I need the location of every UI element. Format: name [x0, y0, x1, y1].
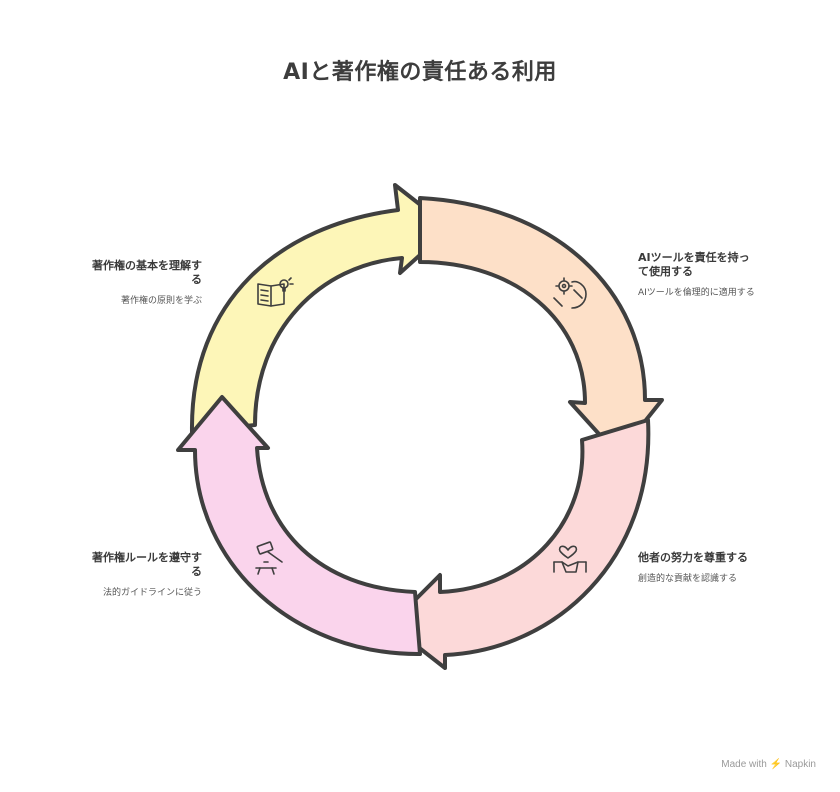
gavel-icon: [255, 541, 283, 575]
napkin-credit[interactable]: Made with ⚡ Napkin: [721, 759, 816, 770]
diagram-title: AIと著作権の責任ある利用: [283, 60, 557, 85]
cycle-segment-use-ai: [418, 196, 664, 457]
hand-gear-icon: [553, 277, 587, 309]
made-with-text: Made with: [721, 758, 767, 770]
step-description: 著作権の原則を学ぶ: [120, 296, 202, 306]
step-description: 創造的な貢献を認識する: [638, 574, 738, 584]
step-understand-label: 著作権の基本を理解する 著作権の原則を学ぶ: [82, 259, 202, 307]
book-lightbulb-icon: [257, 277, 294, 307]
hand-heart-icon: [553, 545, 587, 573]
step-heading: AIツールを責任を持って使用する: [638, 251, 750, 278]
napkin-brand-text: Napkin: [784, 758, 816, 770]
step-description: 法的ガイドラインに従う: [102, 588, 202, 598]
cycle-segment-respect: [388, 418, 651, 670]
step-use-ai-label: AIツールを責任を持って使用する AIツールを倫理的に適用する: [638, 251, 758, 299]
step-comply-label: 著作権ルールを遵守する 法的ガイドラインに従う: [82, 551, 202, 599]
step-heading: 著作権の基本を理解する: [92, 259, 202, 286]
step-respect-label: 他者の努力を尊重する 創造的な貢献を認識する: [638, 551, 758, 585]
napkin-logo-icon: ⚡: [769, 758, 783, 770]
step-heading: 著作権ルールを遵守する: [92, 551, 202, 578]
step-description: AIツールを倫理的に適用する: [638, 288, 755, 298]
step-heading: 他者の努力を尊重する: [638, 551, 748, 564]
cycle-segment-understand: [189, 183, 452, 434]
cycle-segment-comply: [176, 395, 422, 657]
